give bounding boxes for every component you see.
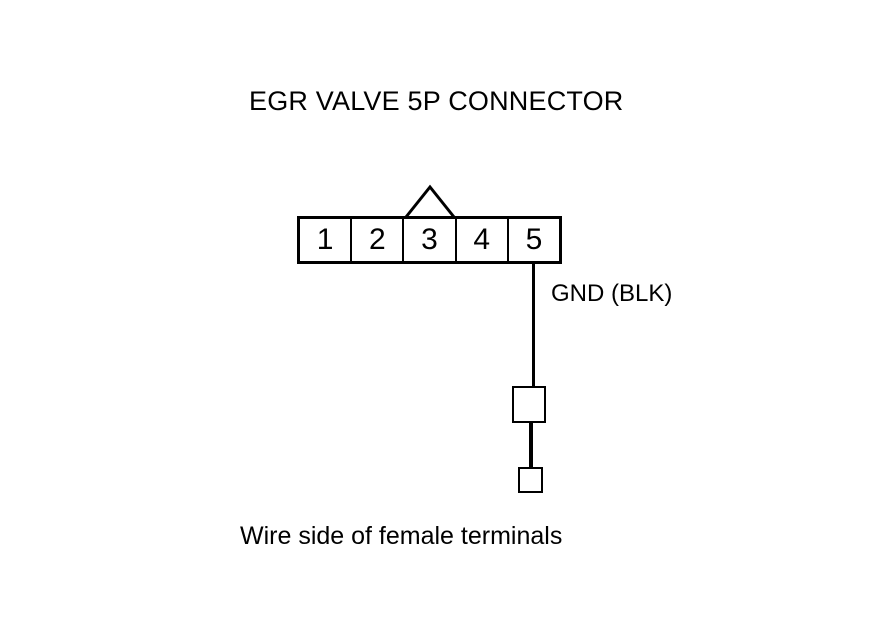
wire-gnd-segment-upper	[532, 264, 535, 387]
diagram-caption: Wire side of female terminals	[240, 522, 563, 550]
connector-body: 1 2 3 4 5	[297, 216, 562, 264]
wire-gnd-segment-lower	[529, 420, 533, 470]
wire-label-gnd: GND (BLK)	[551, 280, 673, 307]
connector-pin-5: 5	[508, 219, 560, 261]
keyway-notch-icon	[404, 183, 456, 219]
connector-pin-2: 2	[352, 219, 405, 261]
connector-pin-3: 3	[404, 219, 457, 261]
connector-pin-4: 4	[456, 219, 509, 261]
pin-number-label: 5	[525, 223, 543, 256]
diagram-title: EGR VALVE 5P CONNECTOR	[249, 86, 624, 116]
terminal-upper	[512, 386, 546, 423]
pin-number-label: 4	[473, 223, 491, 256]
terminal-lower	[518, 467, 543, 493]
connector-pin-1: 1	[300, 219, 353, 261]
pin-number-label: 2	[368, 223, 386, 256]
pin-number-label: 1	[316, 223, 334, 256]
pin-number-label: 3	[421, 223, 438, 256]
